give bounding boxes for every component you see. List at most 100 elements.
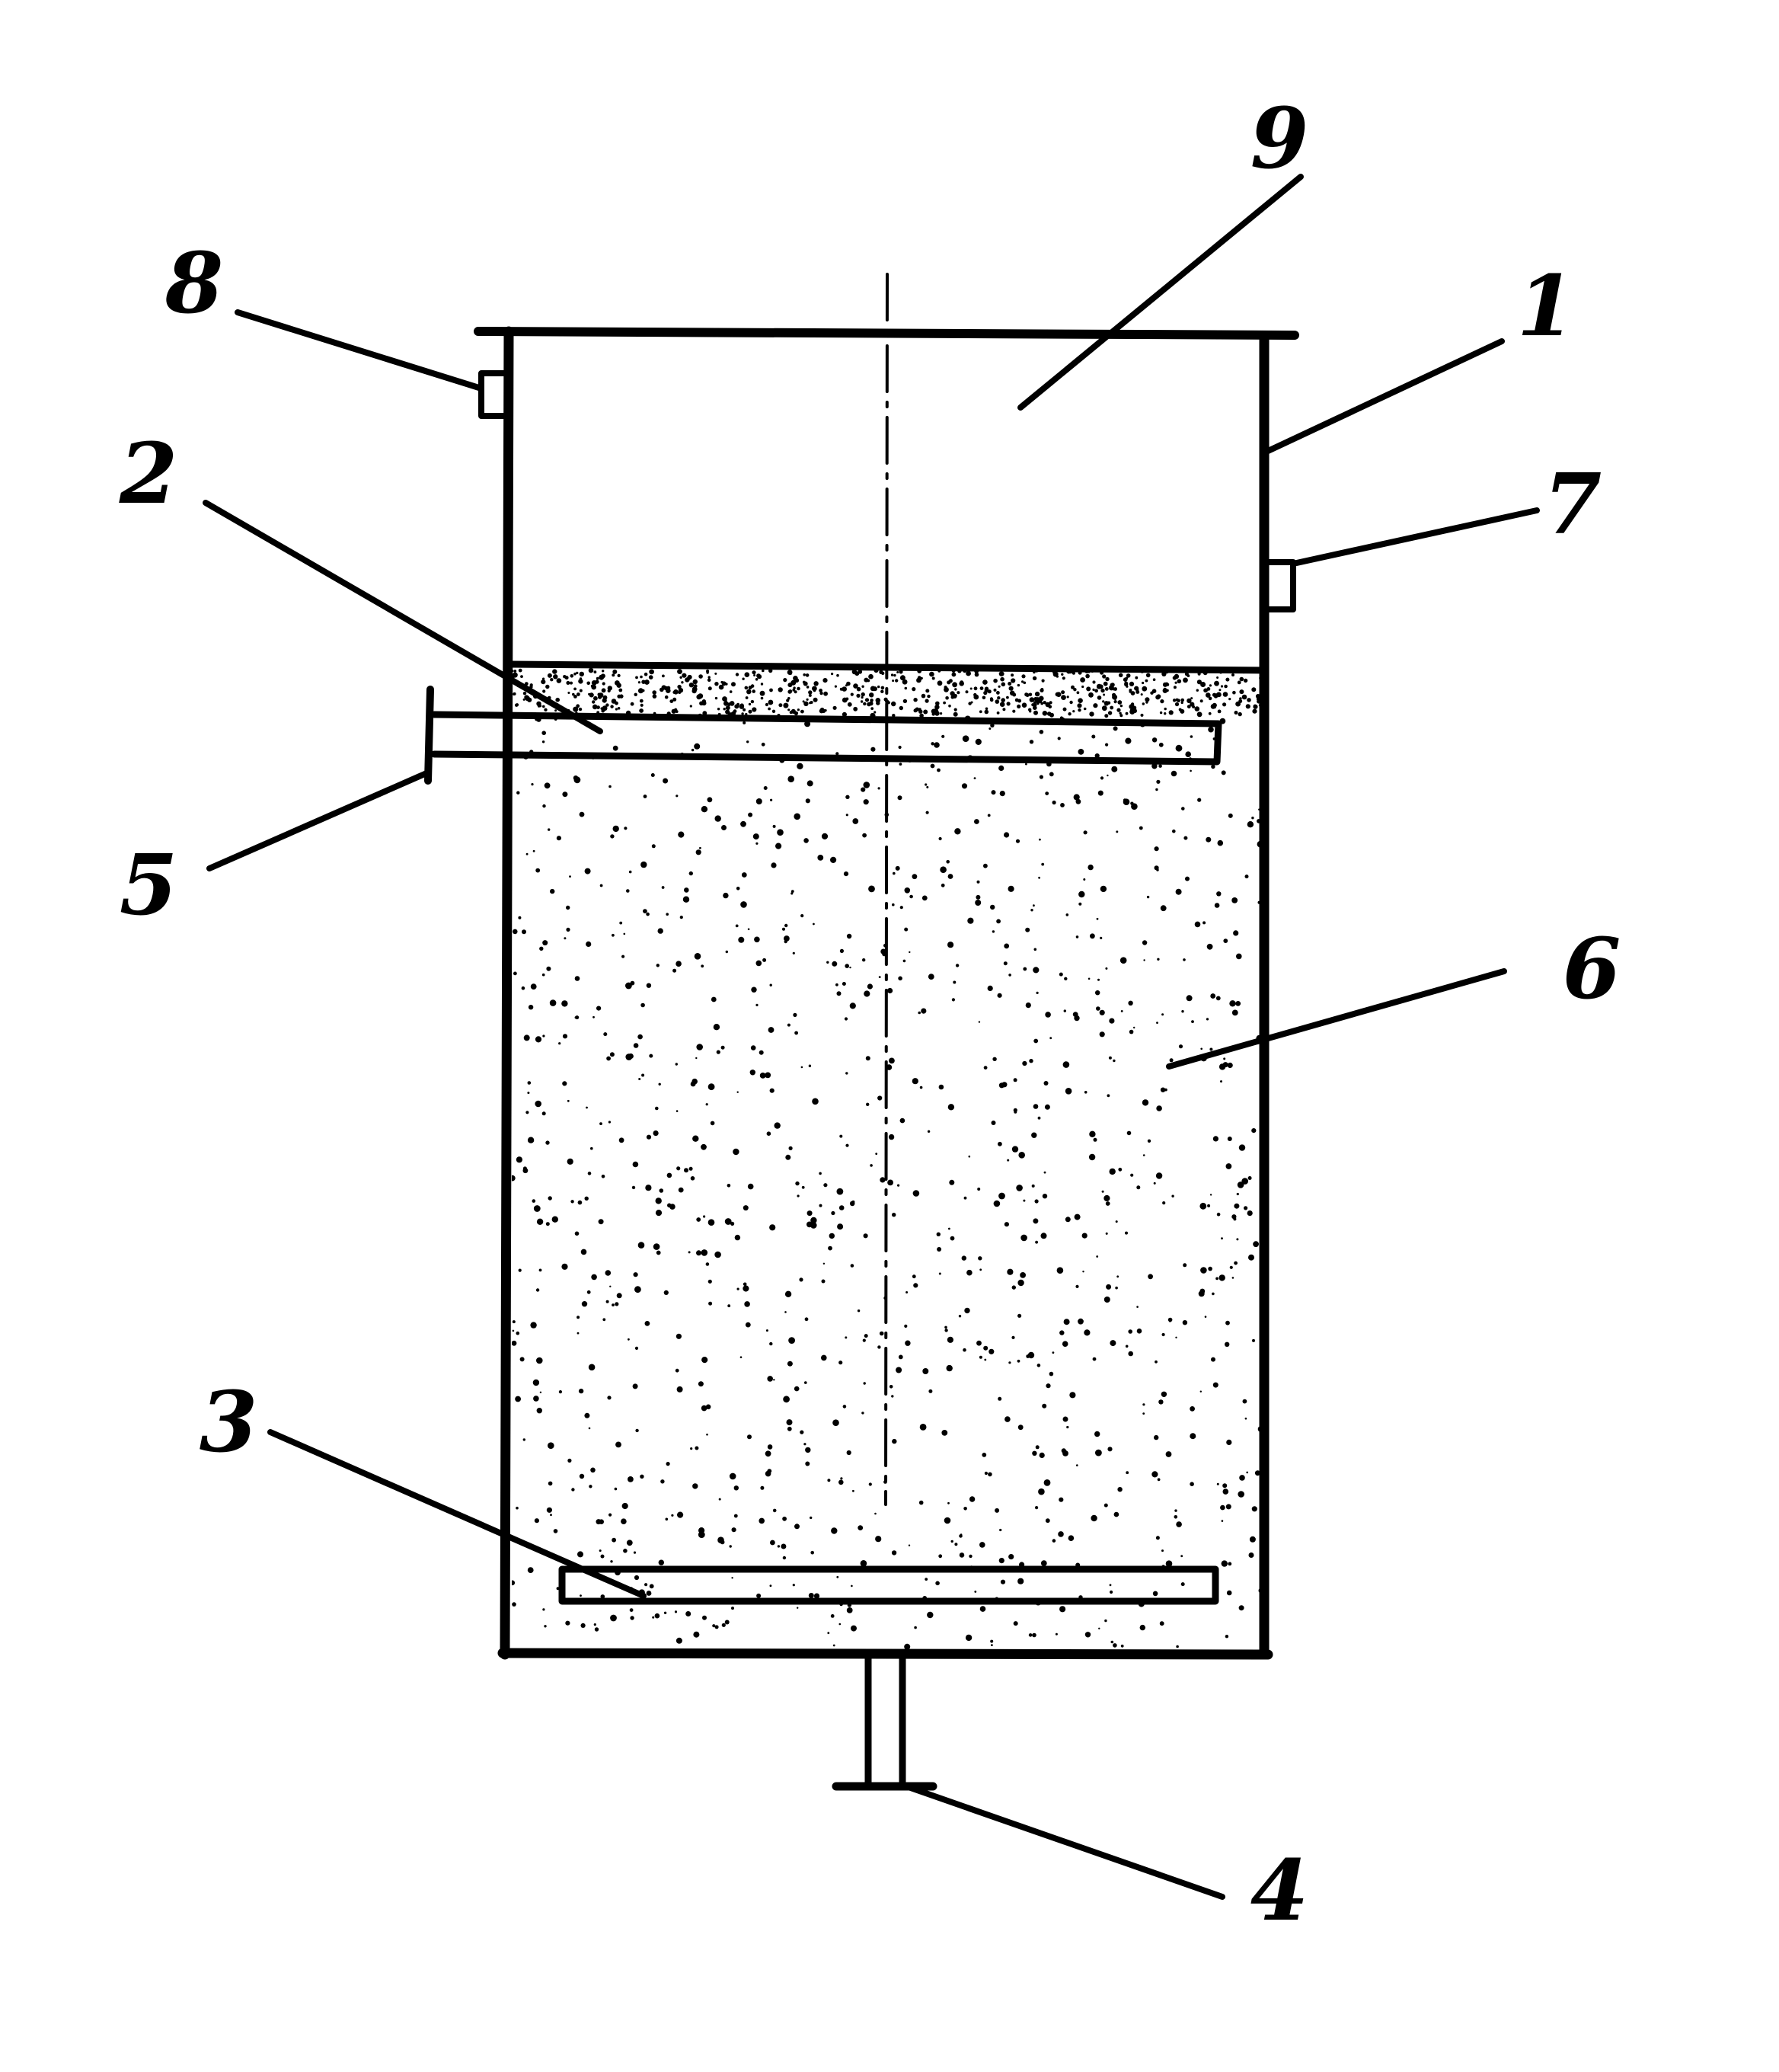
vessel-bottom — [497, 1648, 1273, 1660]
stipple-dot — [631, 1185, 636, 1190]
stipple-dot — [787, 697, 790, 700]
stipple-dot — [1038, 876, 1040, 879]
stipple-dot — [984, 686, 989, 691]
stipple-dot — [937, 768, 941, 772]
stipple-dot — [755, 678, 759, 681]
stipple-dot — [1103, 693, 1106, 696]
stipple-dot — [827, 1632, 830, 1635]
stipple-dot — [643, 909, 647, 913]
stipple-dot — [527, 1137, 535, 1143]
stipple-dot — [794, 1031, 798, 1035]
stipple-dot — [621, 1502, 628, 1510]
stipple-dot — [760, 1485, 765, 1490]
stipple-dot — [1007, 1268, 1014, 1275]
stipple-dot — [606, 1056, 611, 1061]
stipple-dot — [701, 806, 708, 813]
stipple-dot — [826, 961, 829, 964]
stipple-dot — [536, 1357, 543, 1364]
stipple-dot — [763, 786, 768, 790]
stipple-dot — [748, 702, 752, 706]
stipple-dot — [1092, 680, 1096, 684]
stipple-dot — [829, 1233, 835, 1239]
stipple-dot — [661, 886, 665, 889]
stipple-dot — [875, 1536, 882, 1543]
stipple-dot — [1042, 1194, 1048, 1199]
stipple-dot — [1102, 700, 1105, 703]
stipple-dot — [1031, 1132, 1037, 1138]
stipple-dot — [600, 1554, 605, 1559]
stipple-dot — [973, 777, 976, 779]
stipple-dot — [1234, 1261, 1238, 1265]
stipple-dot — [1174, 681, 1177, 684]
stipple-dot — [1212, 1292, 1215, 1296]
stipple-dot — [561, 1000, 568, 1007]
stipple-dot — [787, 683, 793, 688]
stipple-dot — [612, 745, 618, 751]
stipple-dot — [542, 940, 548, 946]
stipple-dot — [601, 1175, 605, 1178]
stipple-dot — [672, 697, 677, 702]
stipple-dot — [931, 742, 934, 746]
stipple-dot — [729, 690, 733, 693]
port-8 — [478, 370, 510, 419]
stipple-dot — [644, 672, 648, 676]
stipple-dot — [1227, 1062, 1233, 1069]
stipple-dot — [1200, 1047, 1203, 1050]
stipple-dot — [921, 693, 926, 699]
stipple-dot — [925, 1578, 928, 1581]
stipple-dot — [522, 698, 525, 701]
stipple-dot — [1022, 1060, 1027, 1066]
stipple-dot — [1140, 713, 1144, 717]
stipple-dot — [1126, 673, 1131, 678]
stipple-dot — [997, 993, 1002, 998]
stipple-dot — [671, 1514, 674, 1517]
stipple-dot — [676, 1637, 682, 1644]
stipple-dot — [989, 697, 993, 701]
stipple-dot — [652, 694, 657, 699]
stipple-dot — [1025, 763, 1027, 766]
stipple-dot — [616, 1293, 622, 1299]
stipple-dot — [804, 1317, 809, 1322]
stipple-dot — [937, 1247, 942, 1252]
stipple-dot — [792, 688, 796, 692]
stipple-dot — [593, 670, 597, 674]
stipple-dot — [797, 1194, 800, 1197]
stipple-dot — [768, 699, 774, 705]
stipple-dot — [580, 1623, 586, 1628]
stipple-dot — [1062, 707, 1067, 711]
stipple-dot — [877, 1345, 881, 1349]
stipple-dot — [1059, 1606, 1066, 1613]
stipple-dot — [880, 689, 884, 693]
stipple-dot — [656, 1250, 661, 1255]
stipple-dot — [1097, 695, 1102, 700]
stipple-dot — [682, 673, 687, 678]
stipple-dot — [912, 687, 916, 692]
stipple-dot — [695, 1057, 698, 1060]
stipple-dot — [762, 669, 765, 673]
stipple-dot — [512, 1175, 516, 1181]
stipple-dot — [755, 960, 762, 967]
stipple-dot — [938, 1554, 943, 1559]
stipple-dot — [950, 1540, 953, 1543]
stipple-dot — [707, 1083, 715, 1091]
stipple-dot — [1220, 685, 1224, 688]
stipple-dot — [1146, 895, 1150, 899]
stipple-dot — [532, 1379, 540, 1386]
stipple-dot — [1075, 935, 1079, 938]
stipple-dot — [618, 688, 623, 692]
lower-collector-pipe — [558, 1565, 1219, 1605]
stipple-dot — [672, 690, 676, 694]
stipple-dot — [1094, 1431, 1100, 1437]
stipple-dot — [813, 922, 815, 926]
stipple-dot — [675, 1063, 678, 1066]
stipple-dot — [687, 674, 692, 680]
stipple-dot — [1187, 698, 1192, 704]
stipple-dot — [1107, 701, 1111, 705]
stipple-dot — [974, 1591, 977, 1593]
stipple-dot — [1059, 1330, 1065, 1335]
stipple-dot — [1151, 689, 1157, 693]
stipple-dot — [1061, 673, 1064, 676]
stipple-dot — [566, 681, 570, 685]
stipple-dot — [992, 930, 995, 933]
